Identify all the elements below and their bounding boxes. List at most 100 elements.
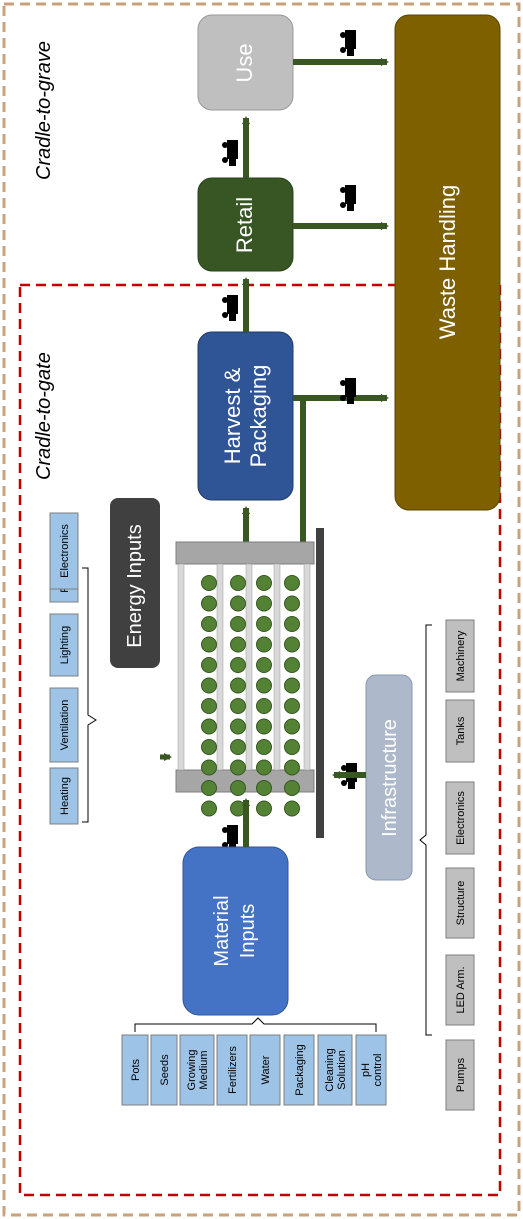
energy-inputs-box (110, 498, 160, 668)
plant-icon (201, 718, 217, 735)
plant-icon (201, 595, 217, 612)
plant-icon (201, 677, 217, 694)
plant-icon (256, 657, 272, 673)
material-brace (134, 1017, 377, 1032)
plant-icon (284, 718, 300, 735)
material-item-label: Growing (186, 1050, 198, 1091)
plant-icon (201, 636, 217, 653)
material-item-label: pH (360, 1063, 372, 1077)
infrastructure-item: Electronics (445, 781, 475, 855)
infrastructure-item: Tanks (445, 699, 475, 763)
infrastructure-item: LED Arm. (445, 954, 475, 1026)
plant-icon (284, 575, 300, 591)
material-item-label: Water (260, 1055, 272, 1084)
energy-brace (82, 567, 97, 823)
plant-icon (284, 698, 300, 714)
energy-item-label: Lighting (59, 626, 71, 665)
infrastructure-item: Structure (445, 867, 475, 939)
infrastructure-item-label: Pumps (455, 1057, 467, 1092)
plant-icon (230, 780, 246, 796)
material-item-label: Fertilizers (227, 1046, 239, 1094)
material-item-label: Packaging (294, 1044, 306, 1095)
plant-icon (284, 780, 300, 796)
plant-icon (230, 739, 246, 755)
plant-icon (201, 800, 217, 817)
plant-icon (201, 759, 217, 776)
material-item: Seeds (150, 1034, 178, 1106)
plant-icon (256, 575, 272, 591)
infrastructure-brace (419, 624, 432, 1036)
plant-icon (201, 698, 217, 714)
material-label-line2: Inputs (237, 904, 259, 958)
plant-icon (256, 718, 272, 735)
plant-icon (256, 595, 272, 612)
harvest-label-line2: Packaging (246, 365, 271, 468)
plant-icon (230, 698, 246, 714)
plant-icon (256, 636, 272, 653)
waste-handling-box (394, 14, 501, 511)
plant-icon (284, 759, 300, 776)
material-item: Fertilizers (216, 1034, 248, 1106)
truck-icon (340, 30, 356, 56)
plant-icon (256, 616, 272, 632)
plant-icon (256, 780, 272, 796)
truck-icon (340, 185, 356, 211)
plant-icon (230, 575, 246, 591)
material-item-label: Pots (130, 1058, 142, 1081)
energy-item: Heating (49, 767, 79, 825)
material-label-line1: Material (211, 895, 233, 966)
plant-icon (284, 739, 300, 755)
material-item-label: Solution (336, 1050, 348, 1090)
energy-item-label: Electronics (59, 524, 71, 578)
material-item-label: Cleaning (324, 1048, 336, 1091)
material-item-label: Seeds (159, 1054, 171, 1086)
material-item: Packaging (283, 1034, 315, 1106)
plant-icon (230, 718, 246, 735)
cradle-to-gate-label: Cradle-to-gate (33, 352, 55, 480)
truck-icon (222, 295, 238, 321)
waste-handling-label: Waste Handling (435, 185, 460, 339)
energy-item-label: Ventilation (59, 700, 71, 751)
infrastructure-item-label: Machinery (455, 630, 467, 681)
infrastructure-item-label: Electronics (455, 791, 467, 845)
energy-item: Lighting (49, 613, 79, 677)
infrastructure-item-label: Structure (455, 881, 467, 926)
infrastructure-item: Pumps (445, 1039, 475, 1111)
plant-icon (230, 759, 246, 776)
plant-icon (256, 739, 272, 755)
material-inputs-box (182, 846, 289, 1016)
plant-icon (284, 595, 300, 612)
plant-icon (284, 800, 300, 817)
plant-icon (256, 759, 272, 776)
energy-inputs-label: Energy Inputs (124, 524, 146, 647)
material-item-label: Medium (198, 1050, 210, 1089)
plant-icon (256, 800, 272, 817)
material-item: Pots (121, 1034, 149, 1106)
material-item-label: control (372, 1053, 384, 1086)
cradle-to-grave-label: Cradle-to-grave (33, 41, 55, 180)
plant-icon (230, 657, 246, 673)
truck-icon (222, 140, 238, 166)
plant-icon (230, 616, 246, 632)
infrastructure-item-label: LED Arm. (455, 966, 467, 1013)
cradle-to-gate-border (18, 283, 502, 1197)
plant-icon (256, 698, 272, 714)
plant-icon (284, 616, 300, 632)
plant-icon (201, 780, 217, 796)
plant-icon (284, 677, 300, 694)
harvest-label-line1: Harvest & (220, 367, 245, 464)
plant-icon (230, 595, 246, 612)
use-label: Use (232, 43, 257, 82)
infrastructure-item: Machinery (445, 619, 475, 693)
plant-icon (201, 657, 217, 673)
plant-icon (284, 636, 300, 653)
material-item: Water (249, 1034, 281, 1106)
plant-icon (201, 616, 217, 632)
energy-item: Electronics (49, 512, 79, 590)
plant-icon (201, 575, 217, 591)
